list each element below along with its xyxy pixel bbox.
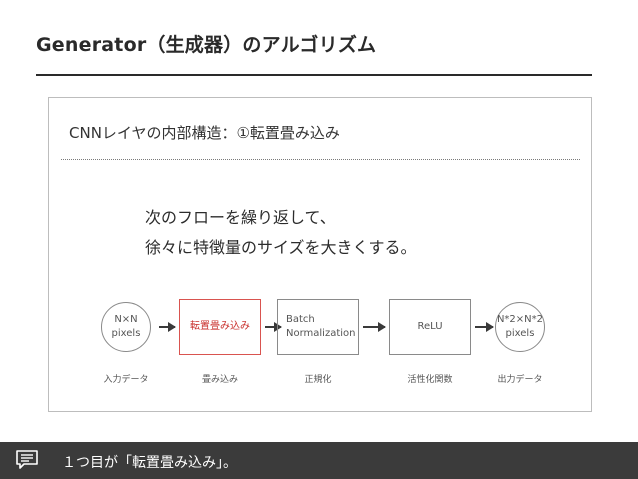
batchnorm-node: Batch Normalization bbox=[277, 299, 359, 355]
deconv-node: 転置畳み込み bbox=[179, 299, 261, 355]
relu-node: ReLU bbox=[389, 299, 471, 355]
title-divider bbox=[36, 74, 592, 76]
footer-bar: １つ目が「転置畳み込み」。 bbox=[0, 442, 638, 479]
input-node-line-1: N×N bbox=[114, 314, 138, 325]
batchnorm-node-line-2: Normalization bbox=[286, 328, 356, 339]
stage-label-activation: 活性化関数 bbox=[407, 375, 453, 385]
content-panel: CNNレイヤの内部構造：①転置畳み込み 次のフローを繰り返して、 徐々に特徴量の… bbox=[48, 97, 592, 412]
deconv-node-label: 転置畳み込み bbox=[190, 321, 250, 332]
stage-label-normalize: 正規化 bbox=[304, 375, 332, 385]
input-node: N×N pixels bbox=[101, 302, 151, 352]
output-node-line-2: pixels bbox=[505, 328, 535, 339]
description-line-1: 次のフローを繰り返して、 bbox=[145, 208, 336, 227]
batchnorm-node-line-1: Batch bbox=[286, 314, 315, 325]
arrow-3 bbox=[363, 322, 386, 332]
output-node-line-1: N*2×N*2 bbox=[496, 314, 544, 325]
dotted-divider bbox=[61, 159, 580, 160]
arrow-2 bbox=[265, 322, 282, 332]
stage-label-deconv: 畳み込み bbox=[201, 375, 238, 385]
relu-node-label: ReLU bbox=[417, 321, 443, 332]
arrow-1 bbox=[159, 322, 176, 332]
arrow-4 bbox=[475, 322, 494, 332]
panel-heading: CNNレイヤの内部構造：①転置畳み込み bbox=[69, 124, 340, 142]
slide-title: Generator（生成器）のアルゴリズム bbox=[36, 34, 377, 56]
output-node: N*2×N*2 pixels bbox=[495, 302, 545, 352]
stage-label-output: 出力データ bbox=[497, 375, 543, 385]
input-node-line-2: pixels bbox=[111, 328, 141, 339]
stage-label-input: 入力データ bbox=[103, 375, 149, 385]
description-line-2: 徐々に特徴量のサイズを大きくする。 bbox=[145, 238, 417, 257]
speech-bubble-icon bbox=[16, 450, 38, 470]
footer-text: １つ目が「転置畳み込み」。 bbox=[62, 455, 237, 471]
